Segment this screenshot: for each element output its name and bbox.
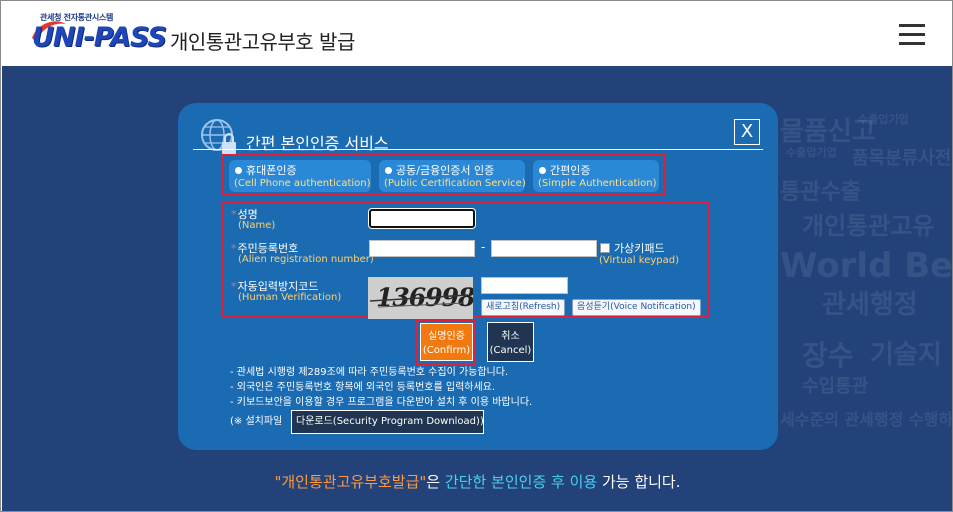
cancel-button[interactable]: 취소(Cancel) [487, 322, 534, 362]
note-item: - 관세법 시행령 제289조에 따라 주민등록번호 수집이 가능합니다. [230, 367, 509, 378]
method-sub: (Cell Phone authentication) [234, 178, 371, 189]
captcha-sub-label: (Human Verification) [238, 292, 342, 303]
note-item: - 외국인은 주민등록번호 항목에 외국인 등록번호를 입력하세요. [230, 382, 496, 393]
divider [193, 149, 763, 150]
background-word: 관세행정 [822, 290, 918, 320]
page-title: 개인통관고유부호 발급 [170, 30, 355, 54]
auth-modal: 간편 본인인증 서비스 X 휴대폰인증 (Cell Phone authenti… [178, 103, 778, 450]
virtual-keypad-sub: (Virtual keypad) [599, 255, 679, 266]
method-label: 휴대폰인증 [246, 164, 297, 177]
radio-dot-icon [385, 167, 392, 174]
globe-lock-icon [201, 119, 236, 154]
voice-button[interactable]: 음성듣기(Voice Notification) [572, 299, 701, 316]
background-word: 수출입기업 [858, 113, 909, 126]
note-item: - 키보드보안을 이용할 경우 프로그램을 다운받아 설치 후 이용 바랍니다. [230, 397, 533, 408]
background-word: 개인통관고유 [802, 212, 935, 240]
virtual-keypad-label: 가상키패드 [614, 242, 665, 255]
download-prefix: (※ 설치파일 [230, 416, 283, 427]
method-label: 공동/금융인증서 인증 [396, 164, 495, 177]
background-word: World Best [780, 246, 953, 286]
auth-form: *성명 (Name) *주민등록번호 (Alien registration n… [221, 202, 709, 319]
name-label: *성명 [231, 208, 258, 221]
method-cell-phone[interactable]: 휴대폰인증 (Cell Phone authentication) [229, 160, 371, 192]
background-word: 품목분류사전 [852, 148, 952, 169]
background-word: 수입통관 [802, 376, 869, 397]
method-public-cert[interactable]: 공동/금융인증서 인증 (Public Certification Servic… [379, 160, 526, 192]
hamburger-icon[interactable] [899, 24, 925, 46]
name-sub-label: (Name) [238, 220, 276, 231]
radio-dot-icon [539, 167, 546, 174]
download-button[interactable]: 다운로드(Security Program Download)) [291, 410, 484, 434]
background-word: 세수준의 관세행정 수행하 [780, 410, 953, 429]
method-sub: (Public Certification Service) [384, 178, 526, 189]
background-word: 기술지 [870, 340, 942, 370]
rrn-sub-label: (Alien registration number) [238, 254, 374, 265]
virtual-keypad-checkbox[interactable] [600, 243, 610, 253]
captcha-noise [369, 294, 469, 308]
logo-swoosh-icon [32, 21, 66, 42]
method-sub: (Simple Authentication) [538, 178, 657, 189]
captcha-image: 136998 [368, 277, 473, 319]
notes: - 관세법 시행령 제289조에 따라 주민등록번호 수집이 가능합니다. - … [230, 365, 532, 410]
refresh-button[interactable]: 새로고침(Refresh) [481, 299, 566, 316]
rrn-second-input[interactable] [491, 240, 597, 257]
background-word: 수출입기업 [786, 146, 837, 159]
captcha-label: *자동입력방지코드 [231, 280, 319, 293]
radio-dot-icon [235, 167, 242, 174]
method-label: 간편인증 [550, 164, 591, 177]
logo[interactable]: UNI-PASS [32, 22, 167, 53]
modal-title: 간편 본인인증 서비스 [246, 134, 389, 153]
background-word: 장수 [802, 339, 854, 372]
method-simple[interactable]: 간편인증 (Simple Authentication) [533, 160, 659, 192]
auth-method-group: 휴대폰인증 (Cell Phone authentication) 공동/금융인… [221, 154, 665, 196]
confirm-button[interactable]: 실명인증(Confirm) [420, 323, 473, 361]
rrn-dash: - [481, 240, 486, 254]
logo-subtitle: 관세청 전자통관시스템 [40, 13, 114, 22]
close-button[interactable]: X [734, 119, 760, 145]
background-word: 물품신고 [780, 117, 876, 147]
name-input[interactable] [369, 209, 475, 228]
rrn-label: *주민등록번호 [231, 242, 299, 255]
background-word: 통관수출 [780, 180, 861, 205]
footer-note: "개인통관고유부호발급"은 간단한 본인인증 후 이용 가능 합니다. [274, 473, 681, 491]
confirm-highlight [416, 319, 476, 365]
header: 관세청 전자통관시스템 UNI-PASS 개인통관고유부호 발급 [2, 2, 952, 66]
captcha-input[interactable] [481, 277, 568, 294]
rrn-first-input[interactable] [369, 240, 475, 257]
